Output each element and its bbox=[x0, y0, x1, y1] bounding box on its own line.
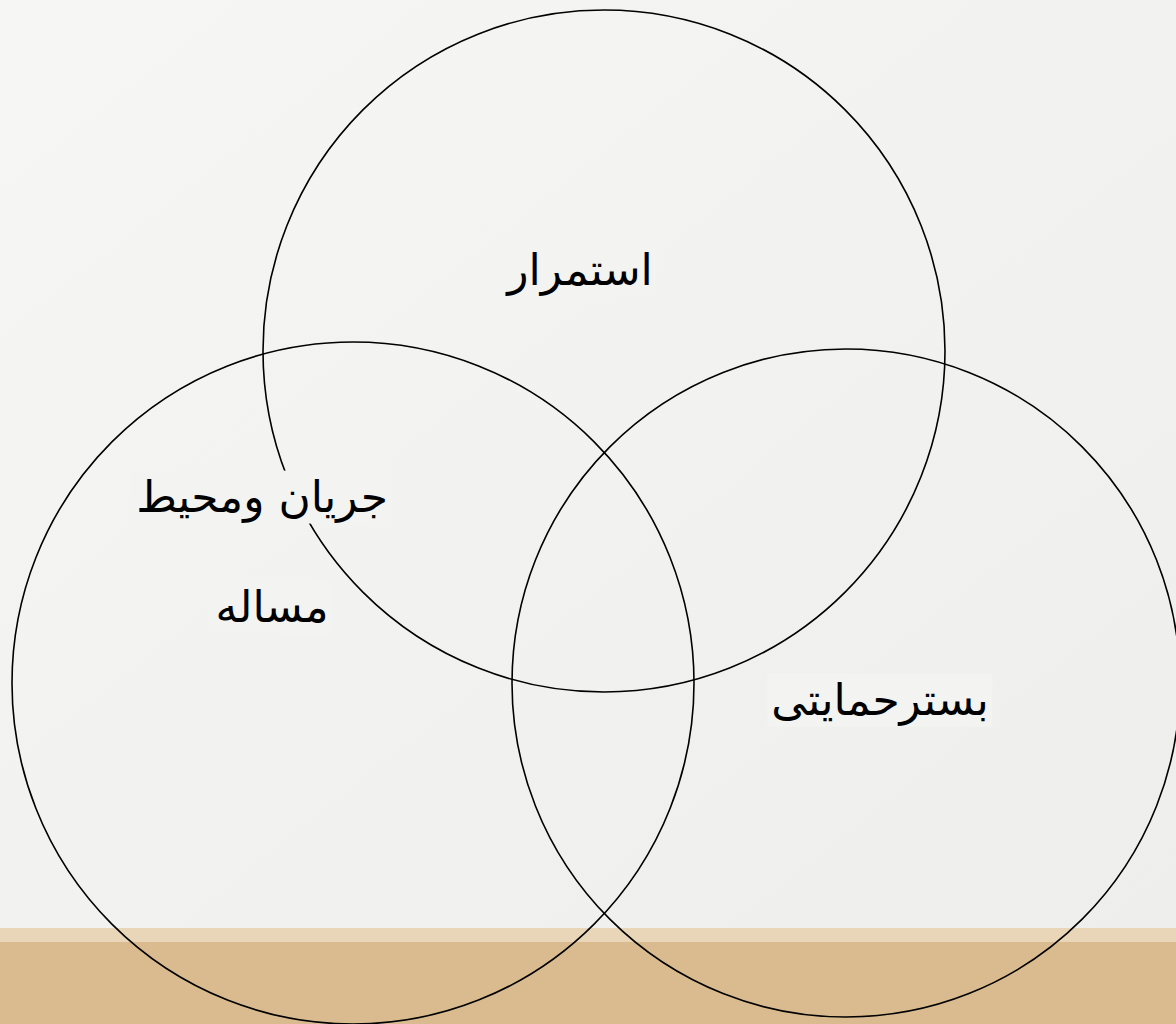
circle-line bbox=[12, 342, 694, 1024]
circle-label: بسترحمایتی bbox=[767, 674, 992, 727]
circle-outline bbox=[11, 341, 695, 1024]
wall bbox=[0, 0, 1176, 935]
circle-label: جریان ومحیط bbox=[132, 471, 392, 524]
circle-outline bbox=[262, 9, 946, 693]
venn-circle: بسترحمایتی bbox=[511, 348, 1176, 1018]
venn-circle: جریان ومحیط مساله bbox=[11, 341, 695, 1024]
wooden-floor bbox=[0, 942, 1176, 1024]
circle-line bbox=[512, 349, 1176, 1017]
venn-circle: استمرار bbox=[262, 9, 946, 693]
circle-line bbox=[263, 10, 945, 692]
circle-label: استمرار bbox=[503, 244, 657, 297]
circle-label: مساله bbox=[211, 581, 332, 634]
